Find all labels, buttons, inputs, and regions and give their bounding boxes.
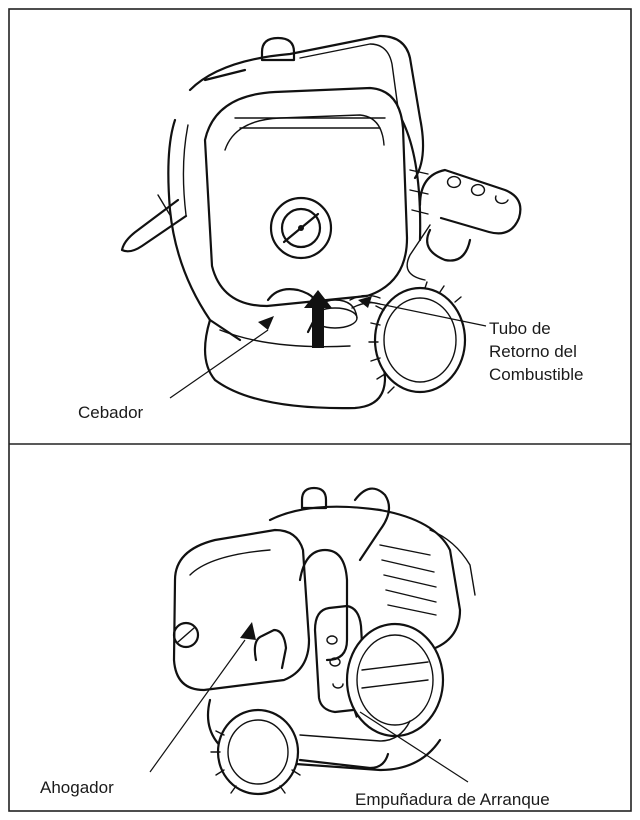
outer-border xyxy=(8,8,632,812)
top-engine-illustration xyxy=(120,34,522,410)
bottom-engine-illustration xyxy=(172,486,476,796)
label-fuel-return-line-2: Retorno del xyxy=(489,342,577,361)
label-fuel-return-line-1: Tubo de xyxy=(489,319,551,338)
label-fuel-return-line-3: Combustible xyxy=(489,365,584,384)
starter-grip-leader xyxy=(359,711,469,783)
fuel-return-leader xyxy=(369,301,487,327)
label-primer: Cebador xyxy=(78,403,144,422)
choke-leader xyxy=(149,639,246,773)
label-choke: Ahogador xyxy=(40,778,114,797)
primer-leader xyxy=(169,329,269,399)
label-starter-grip: Empuñadura de Arranque xyxy=(355,790,550,809)
